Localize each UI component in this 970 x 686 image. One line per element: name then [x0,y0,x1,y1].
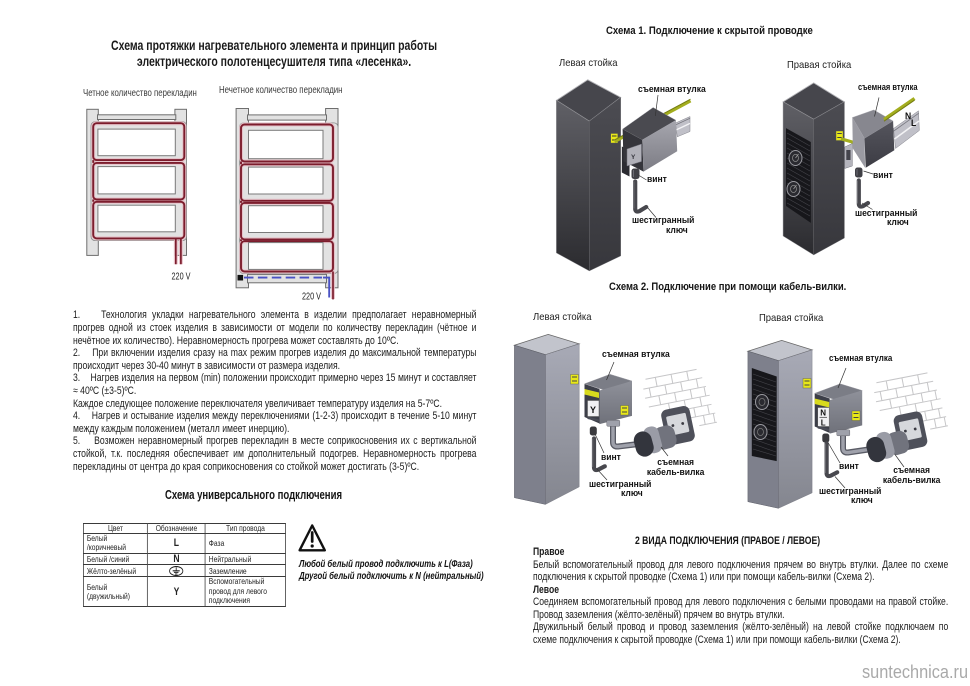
svg-text:220 V: 220 V [302,291,321,303]
svg-text:L: L [821,419,826,428]
svg-text:N: N [820,409,826,418]
svg-text:Y: Y [590,405,596,415]
svg-text:Y: Y [631,154,636,161]
svg-text:220 V: 220 V [172,270,191,282]
